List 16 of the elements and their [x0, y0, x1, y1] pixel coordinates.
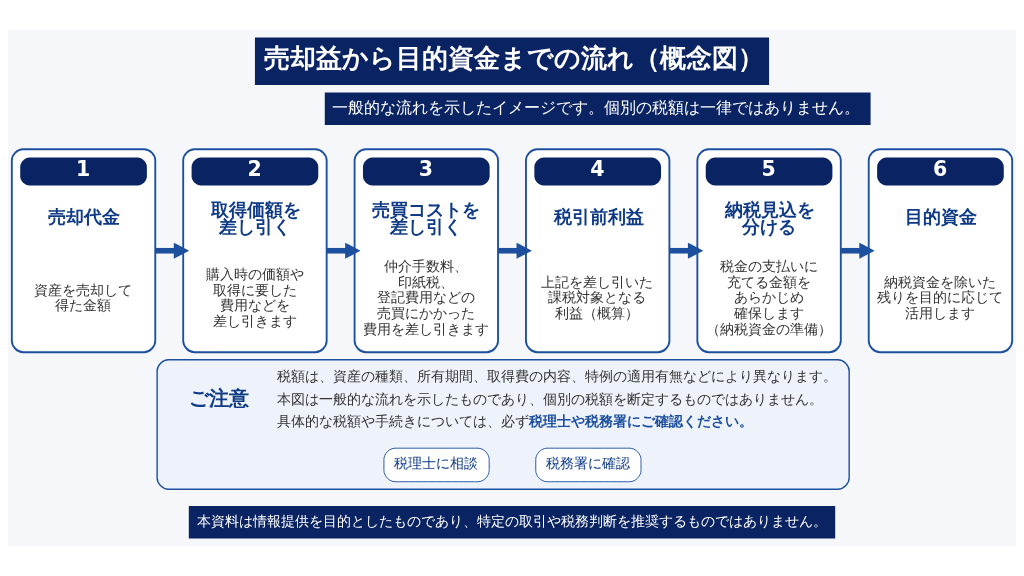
caption: 本資料は情報提供を目的としたものであり、特定の取引や税務判断を推奨するものではありません。	[197, 512, 828, 529]
arrow	[841, 242, 875, 259]
node-box: 6 目的資金 納税資金を除いた残りを目的に応じて活用します	[867, 148, 1014, 354]
arrow	[326, 242, 361, 259]
node-box: 1 売却代金 資産を売却して得た金額	[10, 148, 157, 354]
node-box: 4 税引前利益 上記を差し引いた課税対象となる利益（概算）	[525, 148, 671, 354]
node-box: 税務署に確認	[535, 447, 642, 483]
node-box: 税理士に相談	[383, 447, 490, 483]
arrow	[155, 242, 190, 259]
node-box: 5 納税見込を分ける 税金の支払いに充てる金額をあらかじめ確保します（納税資金の準備）	[696, 148, 842, 354]
node-box: 2 取得価額を差し引く 購入時の価額や取得に要した費用などを差し引きます	[182, 148, 328, 354]
node-box: 3 売買コストを差し引く 仲介手数料、印紙税、登記費用などの売買にかかった費用を差し引きます	[353, 148, 499, 354]
arrow	[669, 242, 704, 259]
arrow	[498, 242, 532, 259]
diagram-title: 売却益から目的資金までの流れ（概念図）	[264, 43, 765, 74]
label: 一般的な流れを示したイメージです。個別の税額は一律ではありません。	[332, 97, 861, 117]
